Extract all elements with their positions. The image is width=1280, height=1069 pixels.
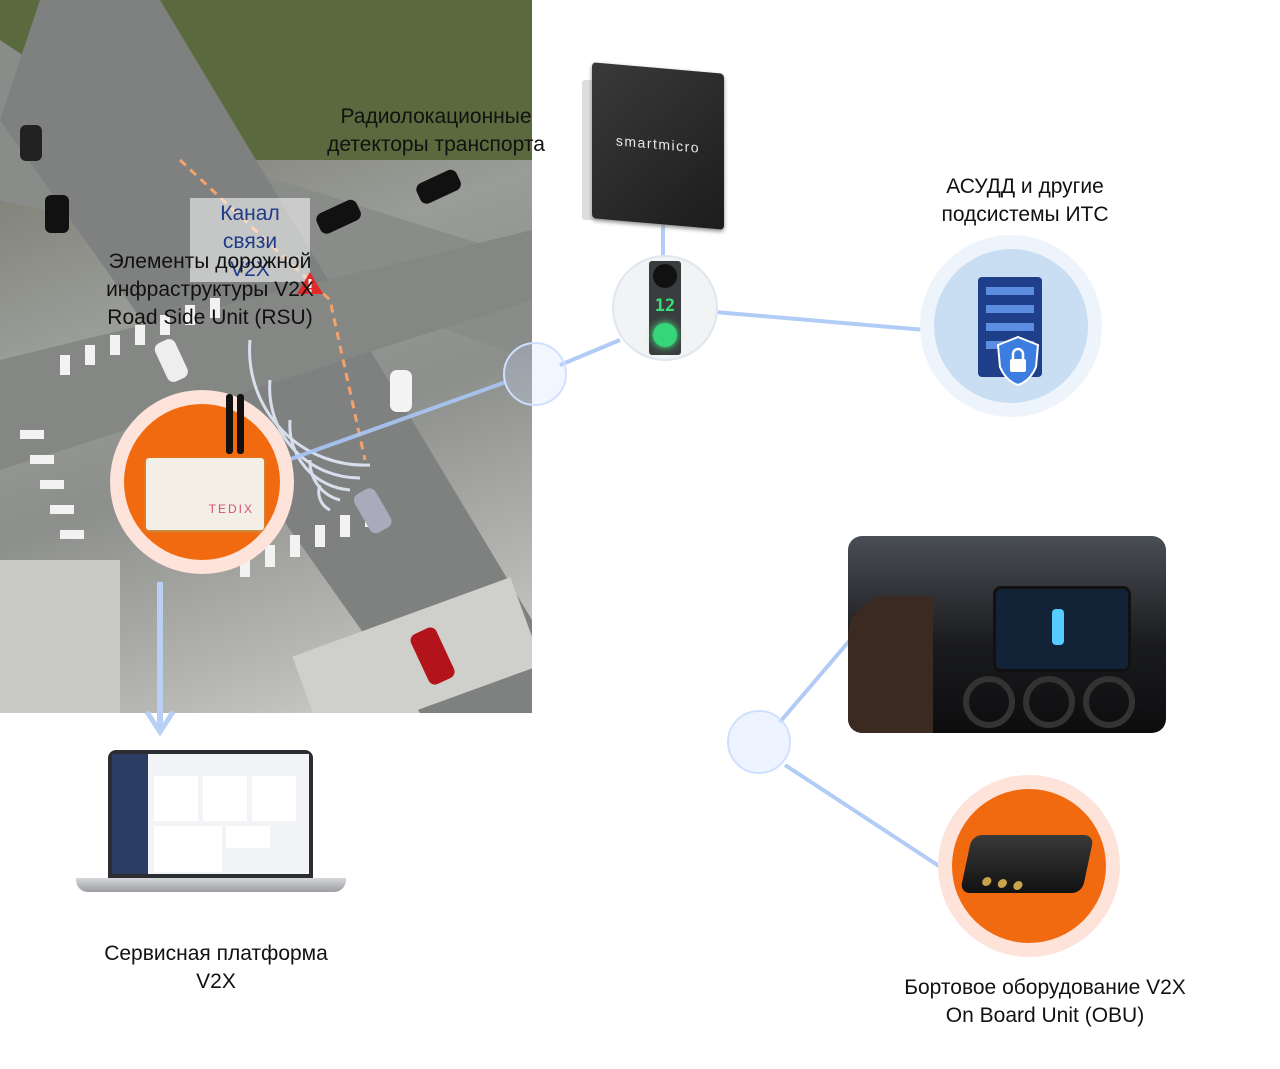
laptop (108, 750, 313, 878)
vehicle-location-marker (727, 710, 791, 774)
shield-lock-icon (996, 335, 1040, 387)
v2x-channel-box: Канал связи V2X (190, 198, 310, 282)
channel-label-line: связи (222, 230, 278, 253)
traffic-light-circle: 12 (612, 255, 718, 361)
service-platform-screen (112, 754, 309, 874)
obu-device (959, 835, 1095, 893)
intersection-aerial-photo: Канал связи V2X (0, 0, 532, 713)
driver-hand (848, 596, 933, 733)
laptop-base (76, 878, 346, 892)
obu-display-screen (993, 586, 1131, 672)
rsu-location-marker (503, 342, 567, 406)
radar-brand-logo: smartmicro (615, 132, 701, 156)
rsu-circle: TEDIX (110, 390, 294, 574)
radar-detector-device: smartmicro (592, 62, 724, 230)
crosswalk (20, 298, 375, 577)
warning-icon (297, 272, 323, 294)
its-server-circle (920, 235, 1102, 417)
car-interior-photo (848, 536, 1166, 733)
channel-label-line: V2X (230, 258, 270, 281)
countdown-display: 12 (654, 296, 676, 316)
rsu-brand-logo: TEDIX (208, 502, 254, 516)
traffic-light-icon: 12 (649, 261, 681, 355)
rsu-device: TEDIX (146, 458, 264, 530)
obu-circle (938, 775, 1120, 957)
antenna-icon (237, 394, 244, 454)
channel-label-line: Канал (220, 202, 280, 225)
antenna-icon (226, 394, 233, 454)
